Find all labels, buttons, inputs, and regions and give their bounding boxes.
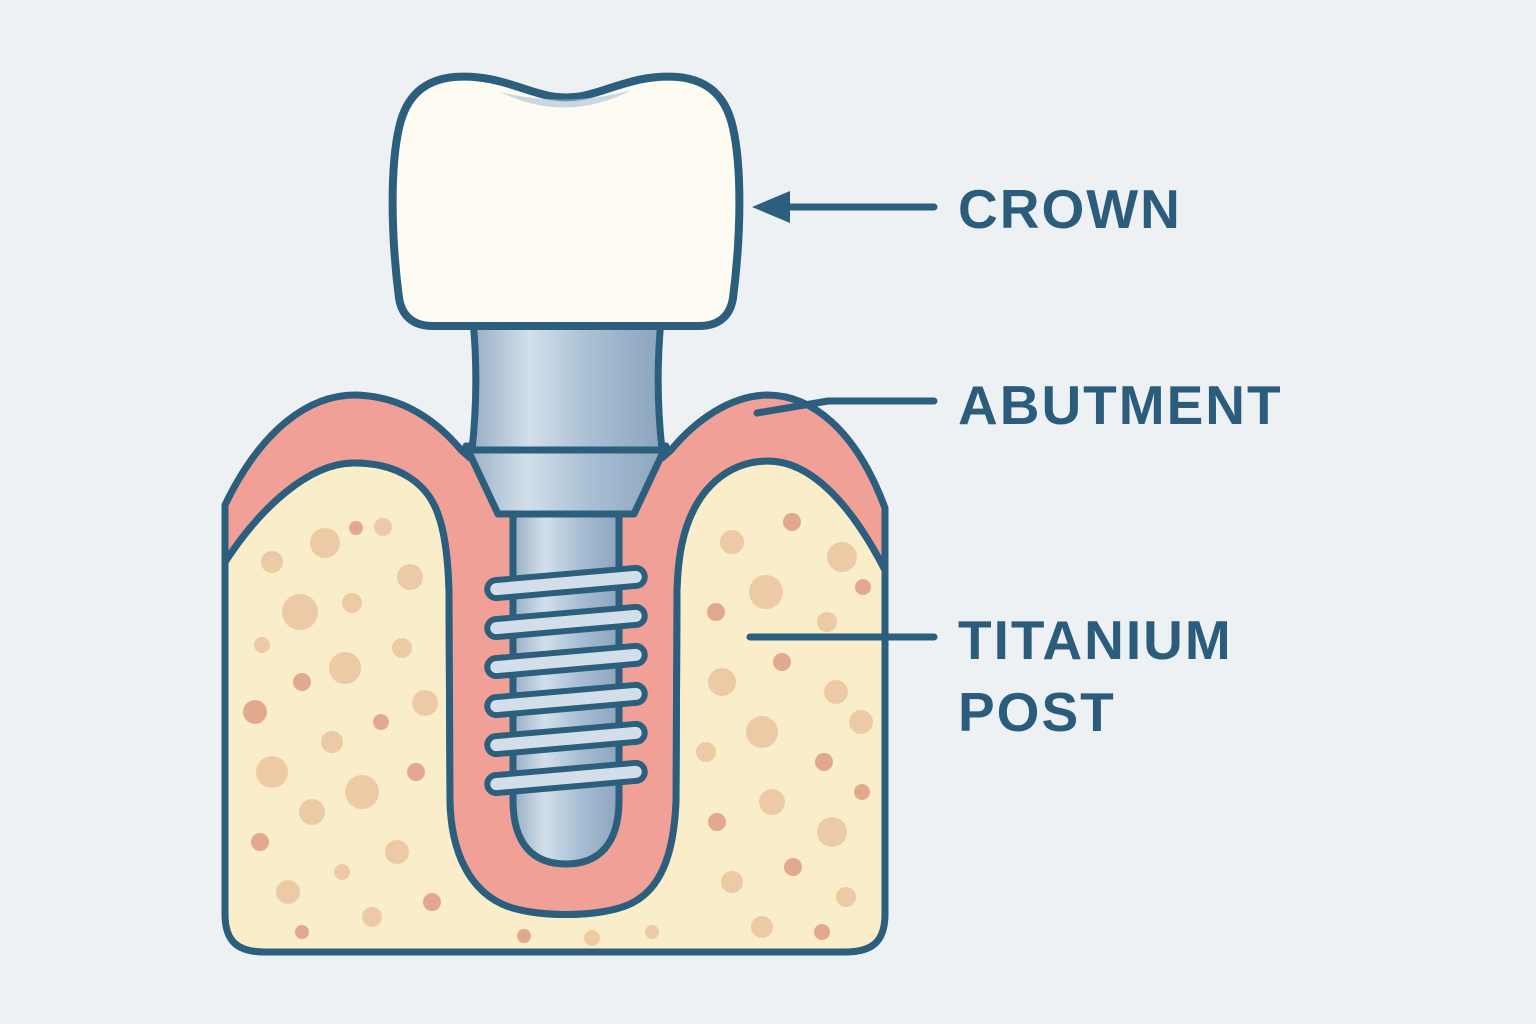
crown-dip-shade [500, 90, 632, 108]
leader-lines [746, 191, 938, 641]
bone-dots-dark [243, 513, 871, 943]
crown-label: CROWN [958, 178, 1182, 240]
bone-dots-light [254, 518, 873, 946]
crown-arrowhead-icon [752, 191, 790, 223]
abutment-illustration [462, 316, 670, 518]
titanium-post-label-line1: TITANIUM [958, 609, 1233, 671]
crown-illustration [388, 72, 744, 330]
abutment-leader-line [753, 397, 938, 417]
screw-threads [484, 564, 648, 797]
titanium-post-illustration [484, 494, 648, 868]
titanium-post-label-line2: POST [958, 681, 1116, 743]
abutment-label: ABUTMENT [958, 374, 1283, 436]
